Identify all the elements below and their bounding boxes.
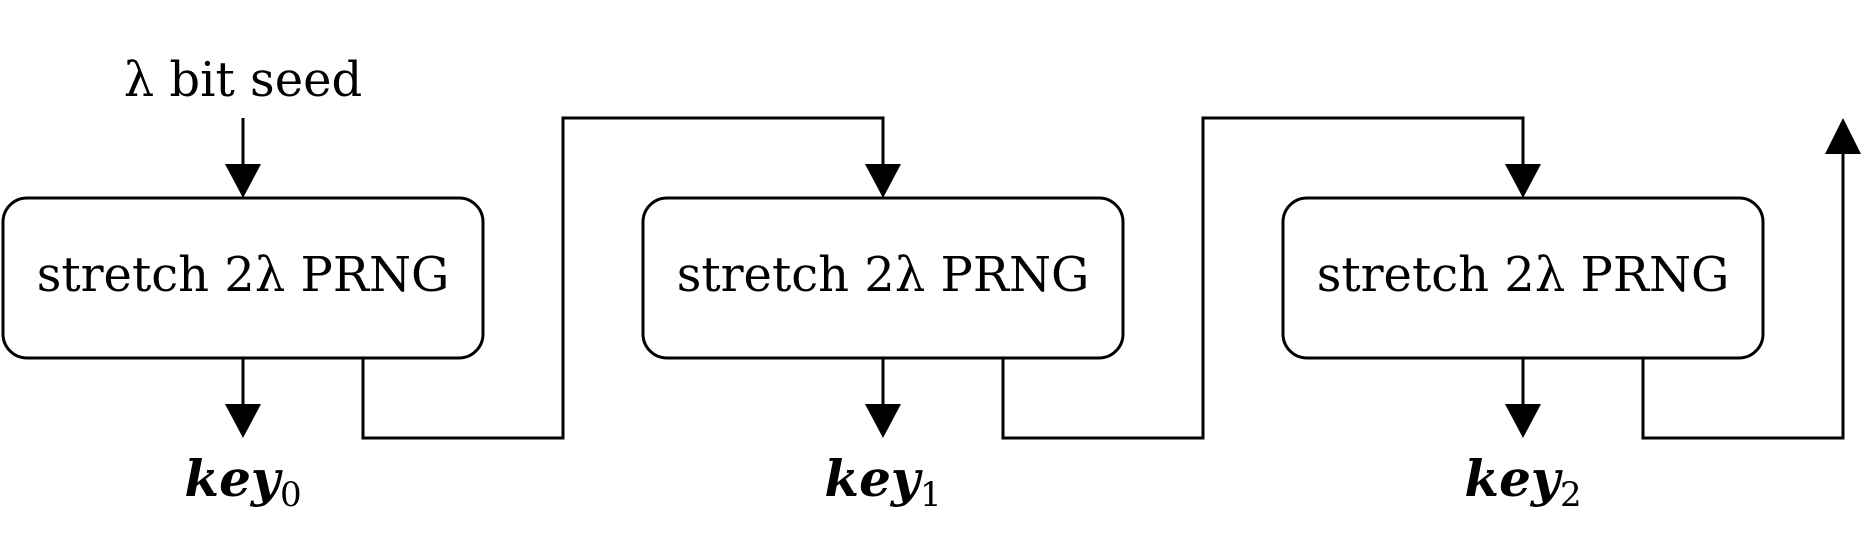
seed-label: λ bit seed [124, 52, 362, 108]
key2-label: key2 [1464, 449, 1581, 515]
prng-block-0-label: stretch 2λ PRNG [37, 247, 450, 303]
key1-base: key [824, 449, 922, 508]
key0-label: key0 [184, 449, 301, 515]
chain-arrowhead-1 [865, 164, 901, 198]
chain-wire-1-to-2 [1001, 116, 1525, 440]
key0-arrowhead [225, 404, 261, 438]
key0-base: key [184, 449, 282, 508]
prng-block-1-label: stretch 2λ PRNG [677, 247, 1090, 303]
chain-output-arrowhead [1825, 118, 1861, 154]
key2-arrowhead [1505, 404, 1541, 438]
prng-block-2-label: stretch 2λ PRNG [1317, 247, 1730, 303]
chain-wire-output [1641, 150, 1845, 440]
key1-subscript: 1 [920, 475, 942, 515]
key2-base: key [1464, 449, 1562, 508]
key0-subscript: 0 [280, 475, 302, 515]
key1-arrowhead [865, 404, 901, 438]
key1-label: key1 [824, 449, 941, 515]
chain-arrowhead-2 [1505, 164, 1541, 198]
chain-wire-0-to-1 [361, 116, 885, 440]
seed-arrowhead [225, 164, 261, 198]
key2-subscript: 2 [1560, 475, 1582, 515]
